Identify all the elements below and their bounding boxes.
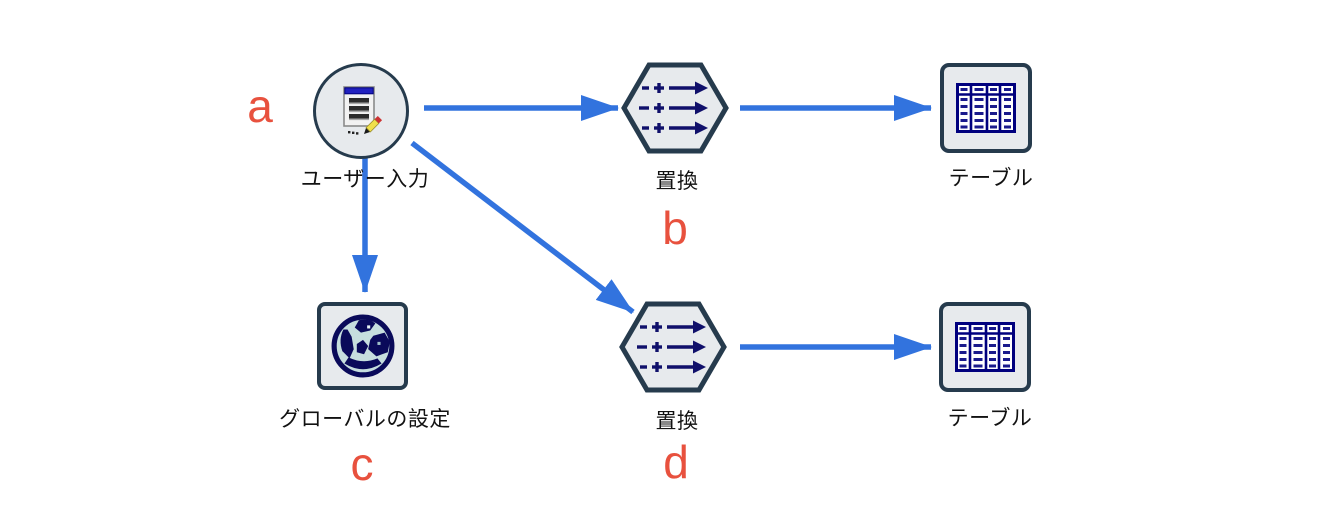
filler-plus-minus-arrows-icon — [621, 62, 729, 154]
pencil-icon — [364, 115, 383, 134]
node-table-top[interactable] — [940, 63, 1032, 153]
node-table-bottom[interactable] — [939, 302, 1031, 392]
annotation-letter-d: d — [663, 436, 689, 488]
annotation-letter-a: a — [247, 80, 273, 132]
node-label-set-globals: グローバルの設定 — [279, 408, 451, 431]
table-grid-icon — [955, 322, 1015, 372]
node-set-globals[interactable] — [317, 302, 408, 390]
arrow-userinput-to-filler-bottom — [410, 140, 635, 315]
node-user-input[interactable] — [313, 63, 409, 159]
table-grid-icon — [956, 83, 1016, 133]
node-label-table-bottom: テーブル — [947, 407, 1033, 430]
globe-icon — [331, 314, 394, 378]
annotation-letter-c: c — [350, 438, 374, 490]
node-filler-bottom[interactable] — [618, 299, 728, 395]
node-label-user-input: ユーザー入力 — [300, 168, 430, 191]
filler-plus-minus-arrows-icon — [619, 301, 727, 393]
node-filler-top[interactable] — [620, 60, 730, 156]
node-label-filler-bottom: 置換 — [655, 410, 699, 433]
node-label-table-top: テーブル — [948, 167, 1034, 190]
annotation-letter-b: b — [662, 202, 688, 254]
user-input-form-icon — [343, 86, 383, 135]
node-label-filler-top: 置換 — [655, 170, 699, 193]
